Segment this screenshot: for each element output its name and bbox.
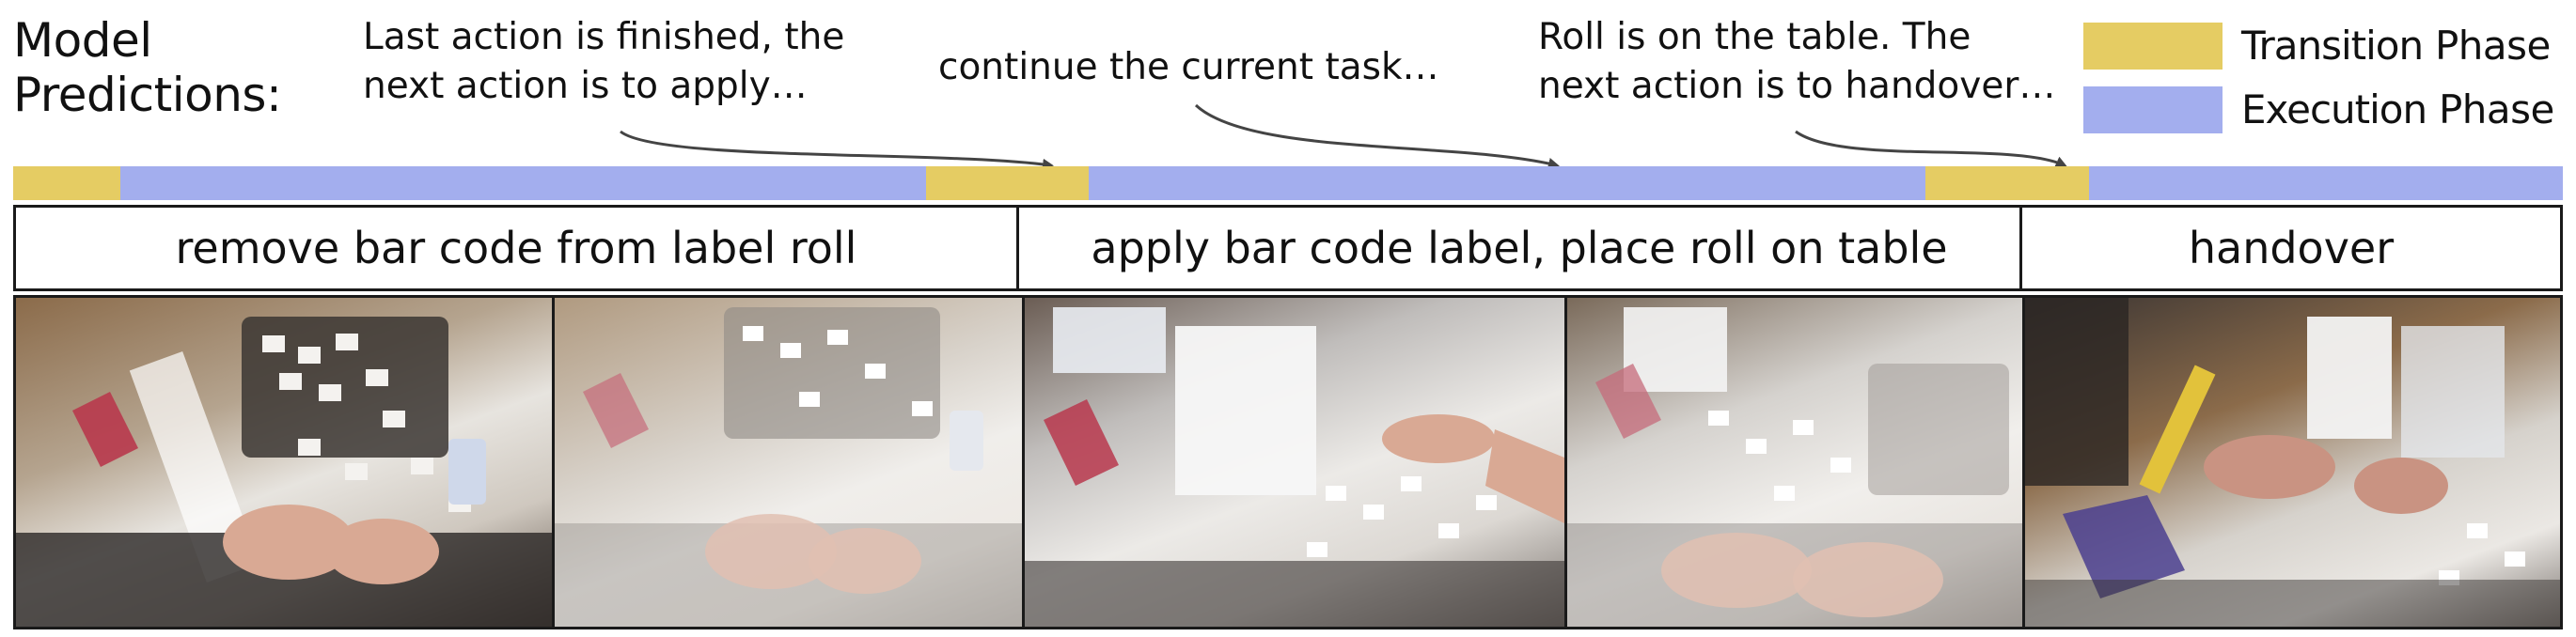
legend-label-execution: Execution Phase xyxy=(2241,86,2554,132)
task-label-2: apply bar code label, place roll on tabl… xyxy=(1091,223,1948,273)
prediction-1-line-1: Last action is finished, the xyxy=(363,16,845,58)
page-title: Model Predictions: xyxy=(13,13,282,122)
title-line-1: Model xyxy=(13,13,152,68)
legend-label-transition: Transition Phase xyxy=(2241,23,2551,69)
prediction-3: Roll is on the table. The next action is… xyxy=(1538,13,2055,111)
arrow-3 xyxy=(1795,130,2067,167)
video-frame-1 xyxy=(16,298,552,627)
phase-segment-transition xyxy=(926,166,1090,200)
phase-segment-execution xyxy=(1089,166,1925,200)
task-label-1: remove bar code from label roll xyxy=(175,223,857,273)
task-box-2: apply bar code label, place roll on tabl… xyxy=(1016,205,2022,291)
arrow-2 xyxy=(1194,103,1560,169)
prediction-1-line-2: next action is to apply… xyxy=(363,65,808,107)
phase-segment-transition xyxy=(1925,166,2089,200)
legend-swatch-transition xyxy=(2083,23,2223,70)
task-label-3: handover xyxy=(2188,223,2395,273)
phase-segment-execution xyxy=(120,166,926,200)
task-box-3: handover xyxy=(2019,205,2563,291)
video-frame-4 xyxy=(1567,298,2022,627)
legend-swatch-execution xyxy=(2083,86,2223,133)
video-frame-5 xyxy=(2025,298,2560,627)
task-box-1: remove bar code from label roll xyxy=(13,205,1019,291)
video-frames-strip xyxy=(13,295,2563,629)
prediction-2: continue the current task… xyxy=(938,43,1439,92)
title-line-2: Predictions: xyxy=(13,68,282,122)
phase-segment-execution xyxy=(2089,166,2563,200)
phase-timeline-bar xyxy=(13,166,2563,200)
arrow-1 xyxy=(620,130,1054,170)
prediction-3-line-1: Roll is on the table. The xyxy=(1538,16,1971,58)
phase-segment-transition xyxy=(13,166,120,200)
prediction-1: Last action is finished, the next action… xyxy=(363,13,844,111)
video-frame-2 xyxy=(555,298,1025,627)
prediction-3-line-2: next action is to handover… xyxy=(1538,65,2056,107)
video-frame-3 xyxy=(1025,298,1564,627)
prediction-2-line-1: continue the current task… xyxy=(938,46,1439,88)
